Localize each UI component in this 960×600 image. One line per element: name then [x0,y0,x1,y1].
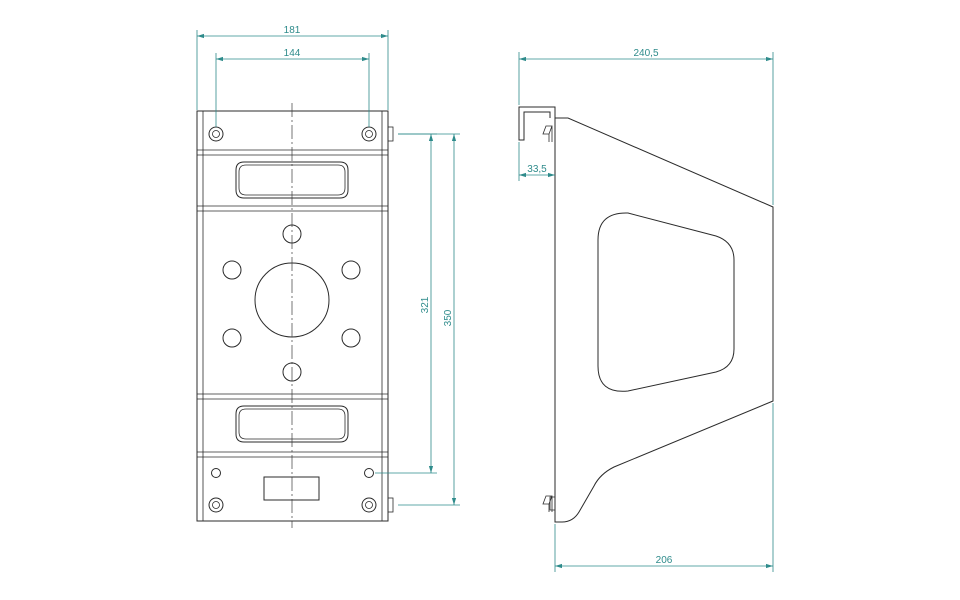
side-window [597,212,735,392]
mount-hole [222,328,242,348]
dimension-overall-height: 350 [398,133,460,506]
corner-screw [208,126,224,142]
dimension-flange-depth: 33,5 [518,142,555,181]
dim-label-240-5: 240,5 [633,48,658,59]
dim-label-206: 206 [656,555,673,566]
lower-slot [235,405,349,443]
small-hole [364,468,374,478]
dim-label-350: 350 [443,309,454,326]
side-view: 240,5 33,5 206 [518,48,774,572]
dim-label-33-5: 33,5 [527,164,547,175]
small-hole [211,468,221,478]
rivet-icon [542,495,553,512]
bracket-outline [554,117,774,523]
dim-label-181: 181 [284,25,301,36]
cable-cutout [263,476,320,501]
front-plate-outline [196,110,389,522]
rivet-icon [542,125,553,142]
dim-label-144: 144 [284,48,301,59]
corner-screw [208,497,224,513]
corner-screw [361,497,377,513]
mount-hole [222,260,242,280]
top-flange [518,106,556,141]
front-view: 181 144 321 350 [196,25,460,528]
dim-label-321: 321 [420,296,431,313]
upper-slot [235,161,349,199]
dimension-hole-spacing-height: 321 [375,133,437,474]
dimension-base-depth: 206 [554,403,774,572]
mount-hole [341,328,361,348]
dimension-overall-depth: 240,5 [518,48,774,205]
dimension-overall-width: 181 [196,25,389,110]
screw-tab [387,497,394,513]
dimension-hole-spacing-width: 144 [215,48,370,127]
screw-tab [387,126,394,142]
corner-screw [361,126,377,142]
mount-hole [341,260,361,280]
